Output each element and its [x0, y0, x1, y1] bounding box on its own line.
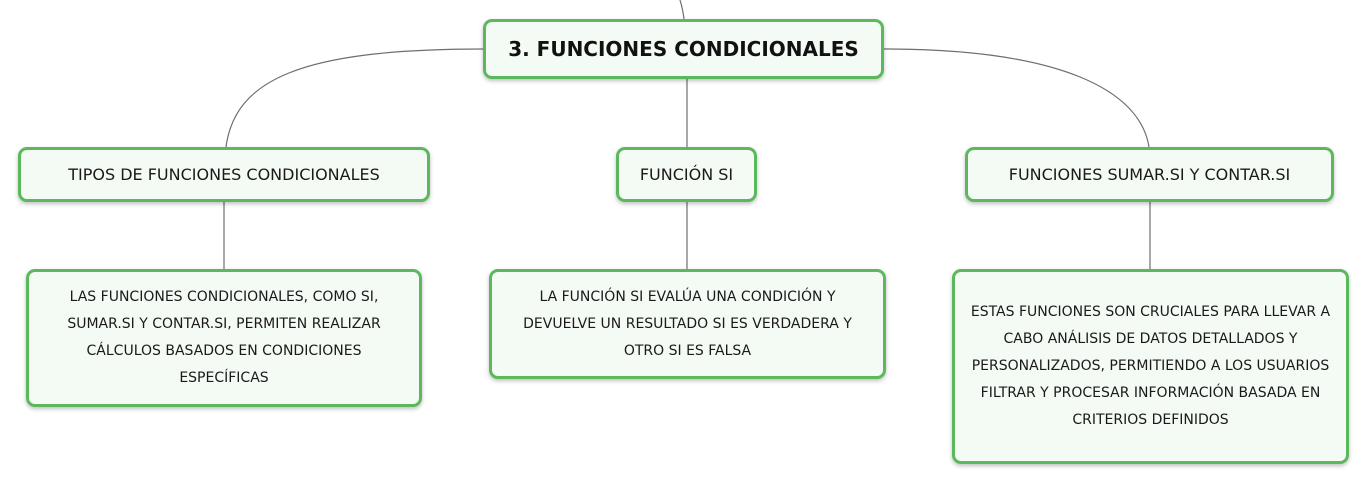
connector-incoming-root	[679, 0, 685, 20]
branch-tipos-funciones[interactable]: TIPOS DE FUNCIONES CONDICIONALES	[18, 147, 430, 202]
detail-sumar-contar-text: ESTAS FUNCIONES SON CRUCIALES PARA LLEVA…	[970, 304, 1331, 428]
branch-sumar-contar-label: FUNCIONES SUMAR.SI Y CONTAR.SI	[1008, 165, 1291, 184]
branch-sumar-contar[interactable]: FUNCIONES SUMAR.SI Y CONTAR.SI	[965, 147, 1334, 202]
connector-root-to-sumar-contar	[883, 48, 1150, 148]
branch-tipos-funciones-label: TIPOS DE FUNCIONES CONDICIONALES	[68, 165, 380, 184]
detail-funcion-si-text: LA FUNCIÓN SI EVALÚA UNA CONDICIÓN Y DEV…	[523, 288, 852, 359]
detail-tipos-funciones-text: LAS FUNCIONES CONDICIONALES, COMO SI, SU…	[67, 289, 381, 386]
connector-root-to-tipos	[225, 48, 484, 148]
detail-tipos-funciones[interactable]: LAS FUNCIONES CONDICIONALES, COMO SI, SU…	[26, 269, 422, 407]
root-topic[interactable]: 3. FUNCIONES CONDICIONALES	[483, 19, 884, 79]
detail-funcion-si[interactable]: LA FUNCIÓN SI EVALÚA UNA CONDICIÓN Y DEV…	[489, 269, 886, 379]
root-topic-label: 3. FUNCIONES CONDICIONALES	[508, 37, 859, 61]
branch-funcion-si-label: FUNCIÓN SI	[639, 165, 734, 184]
detail-sumar-contar[interactable]: ESTAS FUNCIONES SON CRUCIALES PARA LLEVA…	[952, 269, 1349, 464]
branch-funcion-si[interactable]: FUNCIÓN SI	[616, 147, 757, 202]
